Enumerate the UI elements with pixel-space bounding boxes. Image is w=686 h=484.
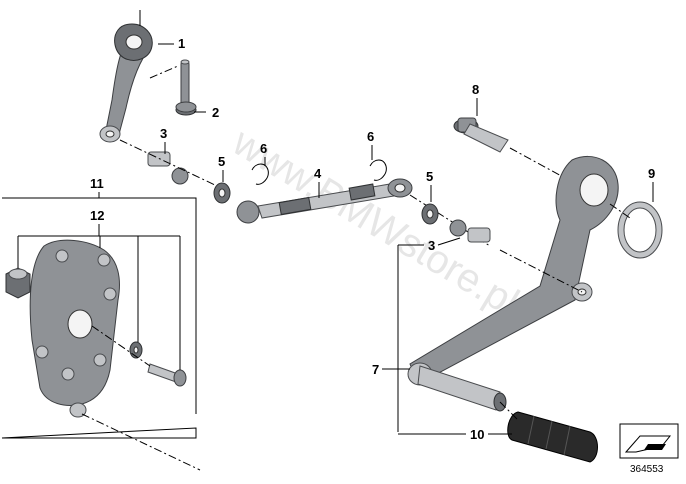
ball-joint-left-part xyxy=(147,151,189,185)
bolt-part xyxy=(175,59,197,116)
callout-7: 7 xyxy=(372,362,379,377)
selector-lever-part xyxy=(99,10,153,143)
small-washer-part xyxy=(129,341,143,359)
callout-1: 1 xyxy=(178,36,185,51)
clip-left-part xyxy=(251,163,269,185)
gearbox-cover-part xyxy=(29,239,120,418)
callout-9: 9 xyxy=(648,166,655,181)
callout-4: 4 xyxy=(314,166,322,181)
group-box-11 xyxy=(1,197,197,439)
washer-left-part xyxy=(213,182,231,204)
diagram-number: 364553 xyxy=(630,464,664,475)
arrow-callout-icon xyxy=(619,423,679,459)
dash-washer-9 xyxy=(609,203,631,219)
watermark: www.BMWstore.pl xyxy=(225,119,527,324)
callout-8: 8 xyxy=(472,82,479,97)
ball-joint-right-part xyxy=(449,219,491,243)
callout-10: 10 xyxy=(470,427,484,442)
shift-rod-part xyxy=(236,178,413,224)
dash-peg xyxy=(499,401,519,421)
callout-3-right: 3 xyxy=(428,238,435,253)
callout-2: 2 xyxy=(212,105,219,120)
rubber-peg-part xyxy=(507,411,598,463)
dash-box-link xyxy=(81,413,201,471)
clip-right-part xyxy=(369,159,387,181)
callout-11: 11 xyxy=(90,176,104,191)
bearing-bolt-part xyxy=(453,117,509,153)
callout-6-left: 6 xyxy=(260,141,267,156)
gear-nut-part xyxy=(5,267,31,299)
dash-lever-pin xyxy=(149,65,179,79)
washer-right-part xyxy=(421,203,439,225)
callout-5-left: 5 xyxy=(218,154,225,169)
callout-12: 12 xyxy=(90,208,104,223)
callout-5-right: 5 xyxy=(426,169,433,184)
washer-ring-part xyxy=(617,201,663,259)
dash-pedal-lower xyxy=(499,249,583,293)
dash-left-row xyxy=(119,139,216,186)
callout-3-left: 3 xyxy=(160,126,167,141)
shift-pedal-part xyxy=(407,155,619,412)
dash-gearbox-bolt xyxy=(91,325,151,367)
callout-6-right: 6 xyxy=(367,129,374,144)
